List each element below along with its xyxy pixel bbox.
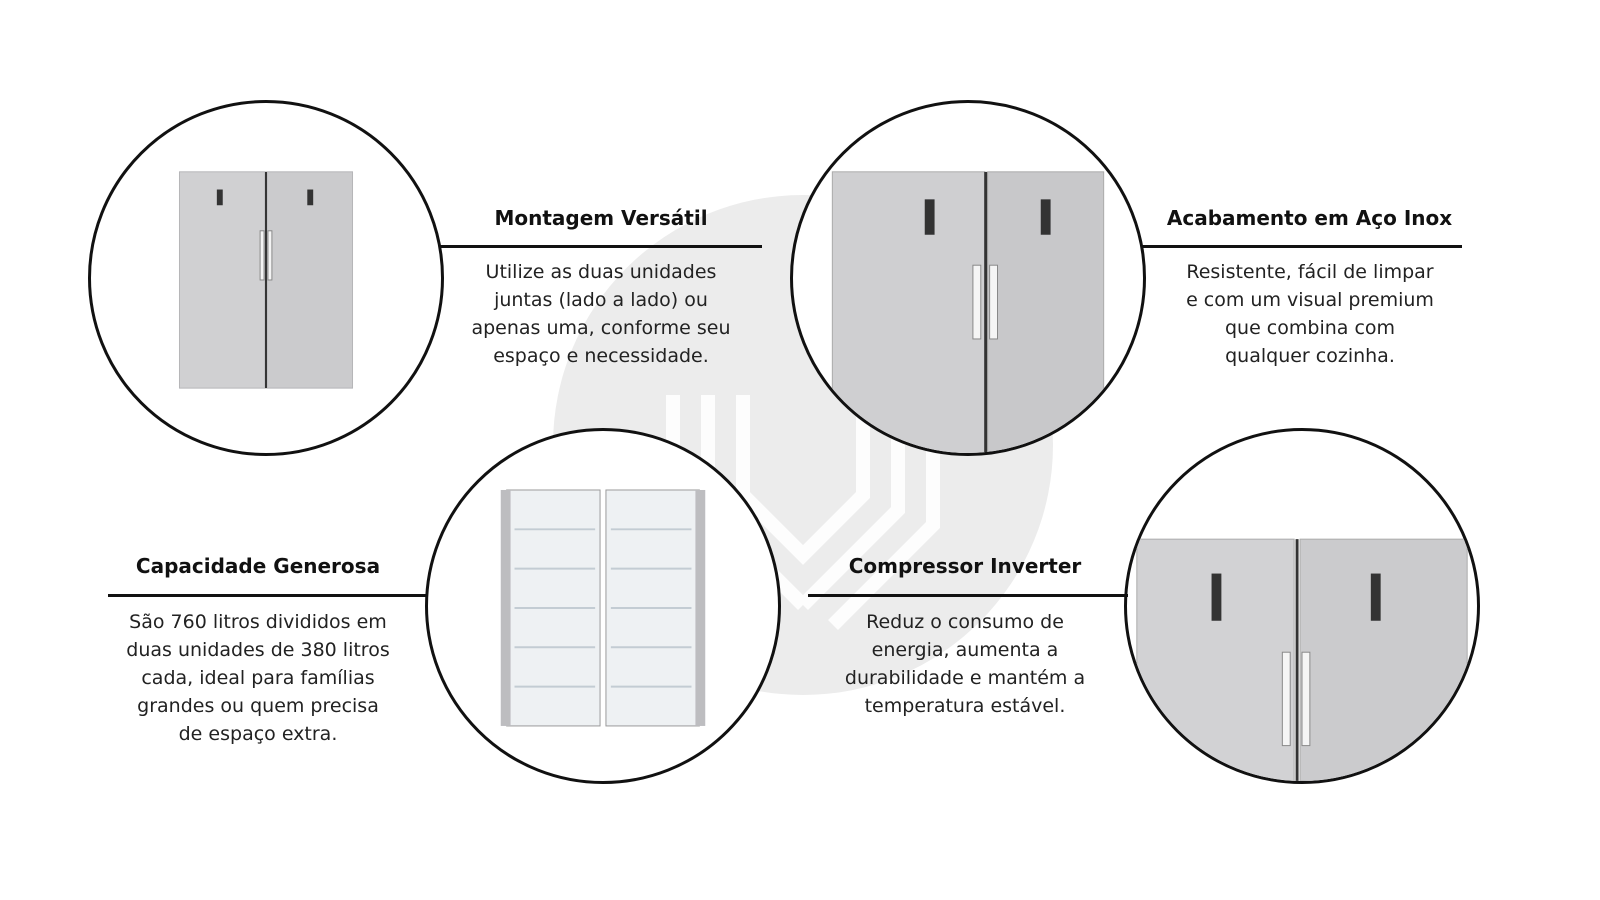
image-circle-closeup: [790, 100, 1146, 456]
connector-line-3: [108, 594, 428, 597]
image-circle-side-by-side: [88, 100, 444, 456]
feature-title-2: Acabamento em Aço Inox: [1166, 206, 1453, 230]
feature-title-1: Montagem Versátil: [494, 206, 708, 230]
fridge-door-closeup-icon: [1136, 538, 1468, 781]
feature-desc-3: São 760 litros divididos em duas unidade…: [126, 611, 390, 745]
feature-title-4: Compressor Inverter: [848, 554, 1082, 578]
feature-desc-1: Utilize as duas unidades juntas (lado a …: [471, 261, 731, 367]
feature-desc-4: Reduz o consumo de energia, aumenta a du…: [844, 611, 1086, 717]
feature-desc-2: Resistente, fácil de limpar e com um vis…: [1186, 261, 1434, 367]
connector-line-2: [1142, 245, 1462, 248]
connector-line-1: [440, 245, 762, 248]
side-by-side-fridge-icon: [178, 171, 354, 389]
open-fridge-icon: [500, 489, 706, 727]
fridge-closeup-icon: [831, 171, 1105, 453]
feature-title-3: Capacidade Generosa: [135, 554, 381, 578]
image-circle-open-fridge: [425, 428, 781, 784]
connector-line-4: [808, 594, 1128, 597]
image-circle-door-closeup: [1124, 428, 1480, 784]
